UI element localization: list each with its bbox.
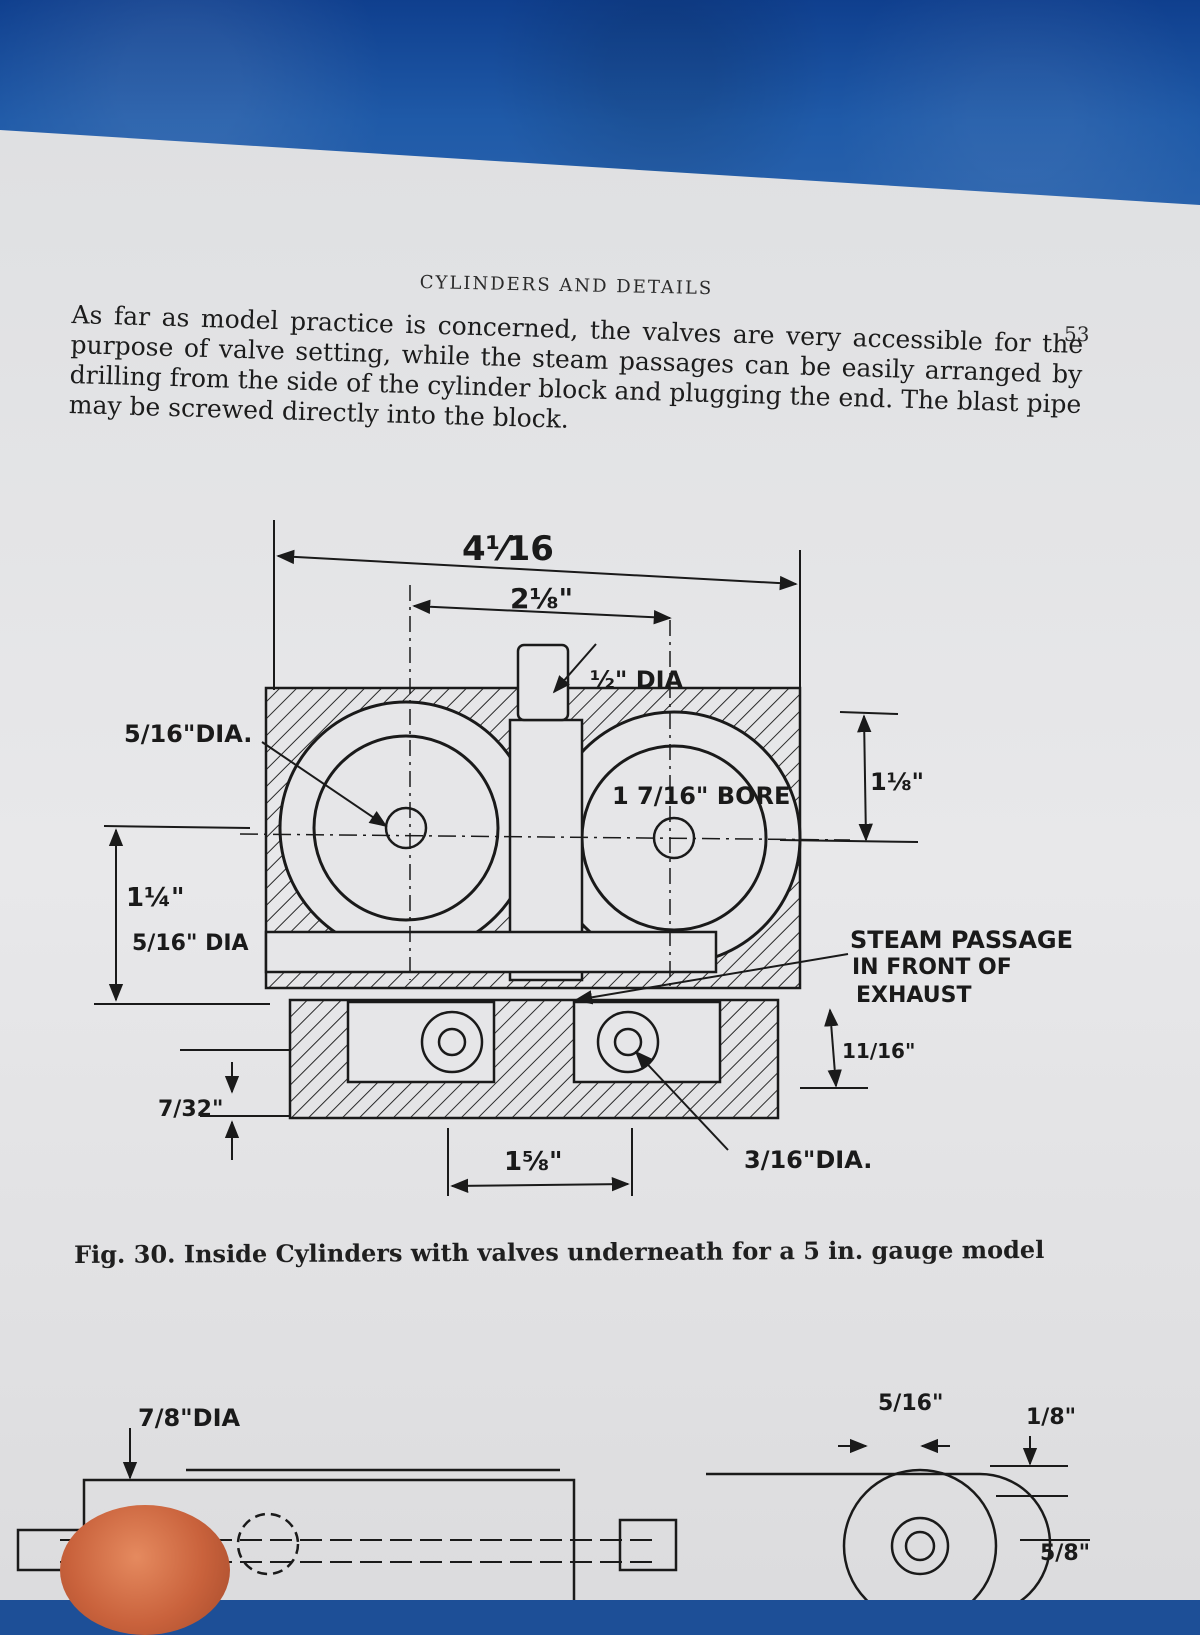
dim-valve-centres-line: [450, 1176, 630, 1194]
book-page: 4⅟16 2⅛" ½" DIA 5/16"DIA. 1 7/16" BORE 1…: [0, 130, 1200, 1600]
label-chest-wall: 7/32": [158, 1097, 223, 1122]
label-bore: 1 7/16" BORE: [612, 782, 790, 810]
label-chest-height: 11/16": [842, 1039, 915, 1063]
dim-chest-height-line: [824, 1008, 842, 1088]
dim-top-height-line: [857, 714, 873, 842]
second-figure-labels: 7/8"DIA 5/16" 1/8" 5/8": [138, 1391, 1090, 1566]
note-steam-passage-3: EXHAUST: [856, 983, 971, 1008]
leader-valve-hole: [634, 1050, 729, 1151]
page-drawing-layer: 4⅟16 2⅛" ½" DIA 5/16"DIA. 1 7/16" BORE 1…: [0, 130, 1200, 1600]
cylinder-centre-line: [239, 833, 851, 841]
second-fig-end-hole: [904, 1530, 936, 1562]
fig-30-labels: 4⅟16 2⅛" ½" DIA 5/16"DIA. 1 7/16" BORE 1…: [124, 529, 1073, 1177]
note-steam-passage-1: STEAM PASSAGE: [850, 926, 1073, 954]
label-centres: 2⅛": [510, 582, 573, 615]
label-second-right: 5/8": [1040, 1541, 1090, 1566]
label-blast-pipe: ½" DIA: [590, 666, 684, 694]
label-valve-hole: 3/16"DIA.: [744, 1146, 872, 1174]
label-second-width: 5/16": [878, 1391, 943, 1416]
fig-30-drawing: [94, 520, 919, 1196]
steam-passage: [264, 930, 718, 974]
left-valve-inner: [437, 1027, 467, 1057]
leader-blast-pipe: [552, 643, 597, 694]
blast-pipe: [516, 643, 570, 722]
figure-caption: Fig. 30. Inside Cylinders with valves un…: [74, 1234, 1045, 1269]
second-fig-nut: [618, 1518, 678, 1572]
right-valve-outer: [596, 1010, 660, 1074]
ext-mid-right: [779, 839, 919, 843]
label-second-dia: 7/8"DIA: [138, 1404, 241, 1432]
second-fig-end-circle: [842, 1468, 998, 1600]
dim-overall-width-line: [276, 549, 798, 591]
dim-centres-line: [412, 599, 672, 625]
label-valve-centres: 1⅝": [504, 1147, 563, 1177]
right-valve-inner: [613, 1027, 643, 1057]
label-passage-dia: 5/16" DIA: [132, 931, 249, 956]
label-top-height: 1⅛": [870, 768, 924, 796]
label-left-height: 1¼": [126, 883, 185, 913]
label-centre-hole: 5/16"DIA.: [124, 720, 252, 748]
second-fig-end-boss: [890, 1516, 950, 1576]
label-overall-width: 4⅟16: [462, 529, 554, 569]
label-second-top: 1/8": [1026, 1405, 1076, 1430]
left-centre-hole: [384, 806, 428, 850]
note-steam-passage-2: IN FRONT OF: [852, 955, 1012, 980]
leader-centre-hole: [261, 741, 388, 828]
ext-top-right: [839, 711, 899, 715]
second-fig-end-view: [706, 1472, 1052, 1600]
second-fig-hidden-circle: [236, 1512, 300, 1576]
ext-left-top: [103, 825, 251, 829]
left-valve-outer: [420, 1010, 484, 1074]
finger-in-frame: [60, 1505, 230, 1635]
leader-steam-passage: [574, 953, 849, 1005]
